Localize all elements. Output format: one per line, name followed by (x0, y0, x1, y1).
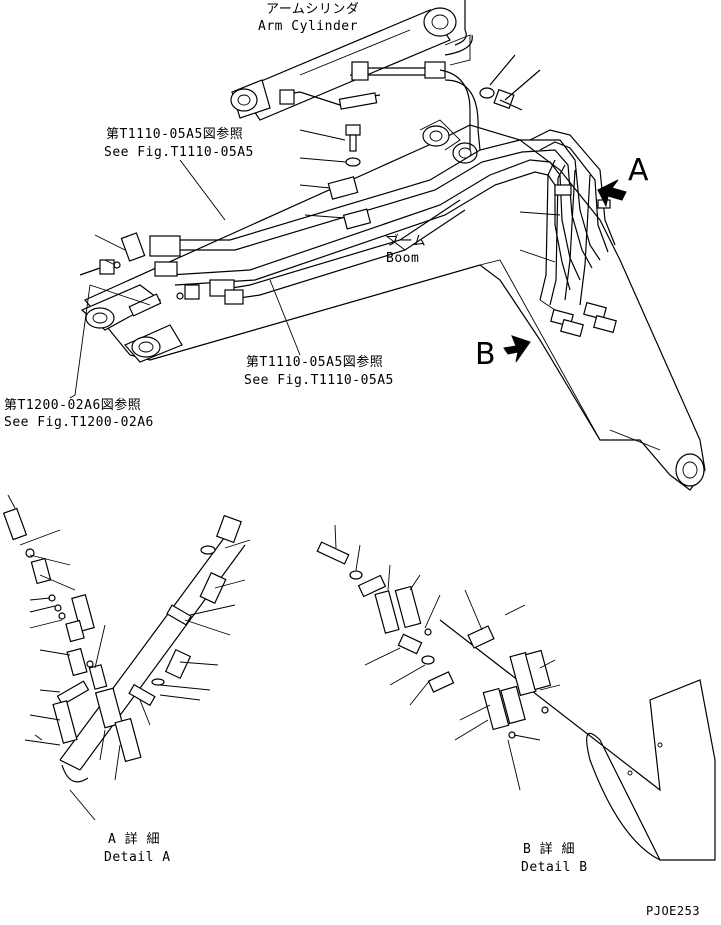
arm-cylinder-label-jp: アームシリンダ (266, 2, 360, 17)
bolt-washer-center (299, 124, 361, 167)
arm-cylinder-pipes (279, 61, 481, 151)
ref-mid-label-jp: 第T1110-05A5図参照 (246, 355, 384, 370)
detail-a-drawing (2, 494, 251, 821)
pipe-clamps (149, 176, 372, 305)
ref-mid-label-en: See Fig.T1110-05A5 (244, 373, 394, 388)
bolt-washer-upper (479, 54, 541, 111)
drawing-code: PJOE253 (646, 904, 701, 918)
arm-cylinder-label-en: Arm Cylinder (258, 19, 358, 34)
ref-left-label-jp: 第T1200-02A6図参照 (4, 398, 142, 413)
boom-piping (160, 129, 616, 306)
detail-b-title-en: Detail B (521, 860, 588, 875)
boom-tip-fittings (519, 184, 617, 338)
view-marker-a: A (628, 153, 649, 188)
left-fittings (79, 232, 200, 317)
boom-label-en: Boom (386, 251, 420, 266)
view-arrow-a (597, 179, 627, 208)
ref-left-label-en: See Fig.T1200-02A6 (4, 415, 154, 430)
ref-upper-label-en: See Fig.T1110-05A5 (104, 145, 254, 160)
boom-foot (80, 284, 183, 363)
boom-top-bosses (419, 119, 478, 164)
boom-label-jp: ブーム (386, 234, 427, 249)
leader-lines-upper (69, 159, 406, 399)
detail-a-title-jp: A 詳 細 (108, 832, 160, 847)
detail-b-title-jp: B 詳 細 (523, 842, 575, 857)
view-arrow-b (503, 335, 531, 363)
detail-a-title-en: Detail A (104, 850, 171, 865)
view-marker-b: B (475, 337, 496, 372)
boom-body (84, 124, 706, 491)
ref-upper-label-jp: 第T1110-05A5図参照 (106, 127, 244, 142)
detail-b-drawing (316, 524, 716, 861)
